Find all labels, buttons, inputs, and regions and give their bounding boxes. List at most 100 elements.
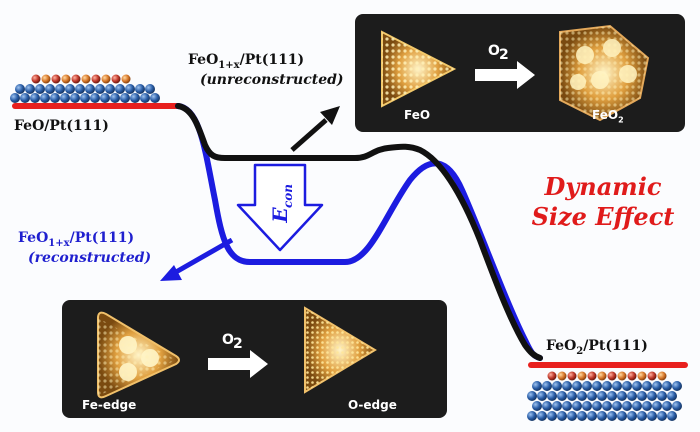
pt-atom [637, 391, 647, 401]
pt-atom [120, 93, 130, 103]
feo-atom [81, 74, 91, 84]
pt-atom [65, 84, 75, 94]
feo2-atom [637, 371, 647, 381]
unreconstructed-path-curve [175, 103, 543, 361]
pt-atom [587, 391, 597, 401]
arrow-to-bottom-panel [160, 237, 234, 281]
pt-atom [592, 401, 602, 411]
pt-atom [145, 84, 155, 94]
econ-symbol: E [268, 207, 292, 224]
bottom-right-slab [527, 362, 688, 421]
pt-atom [667, 411, 677, 421]
arrow-to-top-panel [290, 106, 340, 152]
pt-atom [652, 381, 662, 391]
pt-atom [527, 411, 537, 421]
reconstructed-note: (reconstructed) [28, 250, 152, 266]
feo2-atom [547, 371, 557, 381]
pt-atom [150, 93, 160, 103]
top-o2-arrow: O 2 [475, 43, 535, 89]
pt-atom [577, 411, 587, 421]
pt-atom [637, 411, 647, 421]
pt-atom [125, 84, 135, 94]
pt-atom [582, 381, 592, 391]
pt-atom [552, 401, 562, 411]
feo-atom [121, 74, 131, 84]
fe-edge-caption: Fe-edge [82, 398, 137, 412]
pt-atom [562, 381, 572, 391]
feo2-atom [577, 371, 587, 381]
pt-atom [567, 391, 577, 401]
pt-atom [627, 411, 637, 421]
pt-atom [542, 401, 552, 411]
pt-atom [75, 84, 85, 94]
pt-atom [35, 84, 45, 94]
feo-atom [31, 74, 41, 84]
fe-edge-island-image [97, 311, 180, 399]
pt-atom [80, 93, 90, 103]
pt-atom [542, 381, 552, 391]
pt-atom [537, 391, 547, 401]
bottom-o2-arrow: O 2 [208, 332, 268, 378]
pt-atom [622, 401, 632, 411]
feo-atom [41, 74, 51, 84]
pt-atom [135, 84, 145, 94]
pt-atom [592, 381, 602, 391]
pt-atom [50, 93, 60, 103]
pt-atom [662, 381, 672, 391]
pt-atom [110, 93, 120, 103]
pt-atom [587, 411, 597, 421]
pt-atom [30, 93, 40, 103]
feo-island-image [381, 30, 457, 108]
pt-atom [537, 411, 547, 421]
pt-atom [642, 401, 652, 411]
pt-atom [20, 93, 30, 103]
pt-atom [607, 391, 617, 401]
pt-atom [100, 93, 110, 103]
bottom-stm-panel: O 2 [62, 300, 447, 418]
top-o2-label: O [488, 43, 500, 59]
pt-atom [130, 93, 140, 103]
pt-atom [25, 84, 35, 94]
pt-atom [115, 84, 125, 94]
pt-atom [557, 411, 567, 421]
pt-atom [572, 381, 582, 391]
o-edge-island-image [304, 306, 377, 394]
feo-atom [111, 74, 121, 84]
pt-atom [572, 401, 582, 411]
pt-atom [597, 391, 607, 401]
pt-atom [552, 381, 562, 391]
pt-atom [55, 84, 65, 94]
pt-atom [140, 93, 150, 103]
pt-atom [612, 381, 622, 391]
feo-atom [61, 74, 71, 84]
pt-atom [607, 411, 617, 421]
pt-atom [617, 411, 627, 421]
pt-atom [672, 381, 682, 391]
feo2-atom [597, 371, 607, 381]
pt-atom [622, 381, 632, 391]
feo2-island-image [559, 24, 650, 122]
pt-atom [547, 391, 557, 401]
feo-atom [101, 74, 111, 84]
pt-atom [70, 93, 80, 103]
top-stm-panel: O 2 [355, 14, 685, 132]
pt-atom [657, 391, 667, 401]
pt-atom [15, 84, 25, 94]
bottom-o2-sub: 2 [233, 336, 243, 352]
pt-atom [657, 411, 667, 421]
top-left-slab [10, 74, 182, 109]
pt-atom [90, 93, 100, 103]
feo-pt-initial-label: FeO/Pt(111) [14, 118, 109, 134]
pt-atom [527, 391, 537, 401]
feo2-atom [557, 371, 567, 381]
pt-atom [647, 391, 657, 401]
pt-atom [85, 84, 95, 94]
pt-atom [532, 401, 542, 411]
reconstructed-formula-label: FeO1+x/Pt(111) [18, 230, 135, 249]
initial-state-bar [12, 103, 182, 109]
feo2-atom [627, 371, 637, 381]
pt-atom [45, 84, 55, 94]
pt-atom [617, 391, 627, 401]
